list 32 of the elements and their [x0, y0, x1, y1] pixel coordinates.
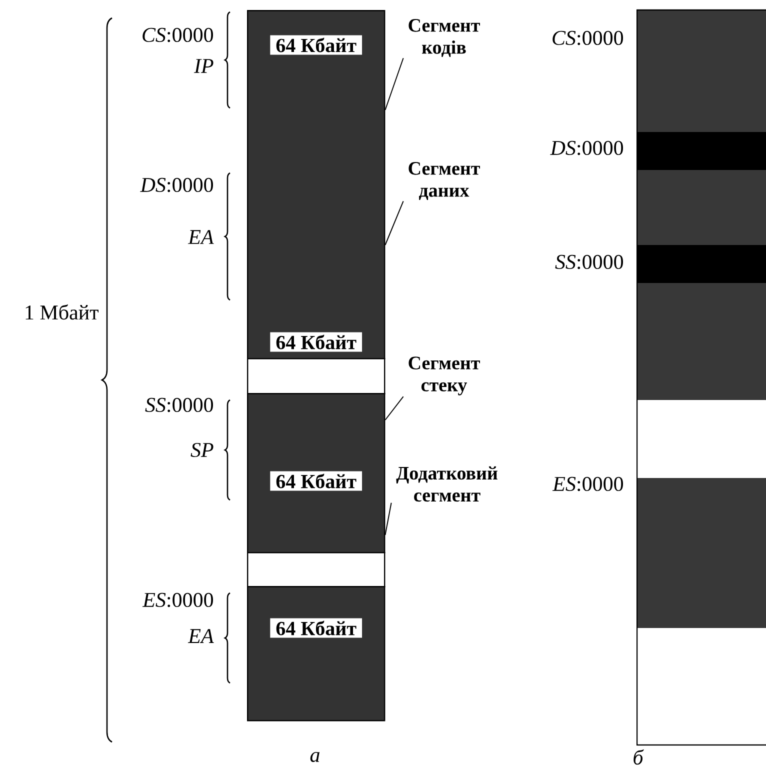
panel-caption: а: [310, 752, 320, 762]
address-label: EA: [188, 629, 214, 643]
leader-line: [384, 502, 392, 536]
segment-name: Сегмент кодів: [408, 19, 480, 57]
panel-caption: б: [634, 749, 644, 765]
segment-name: Додатковий сегмент: [396, 466, 498, 502]
leader-line: [384, 200, 404, 246]
size-label: 64 Кбайт: [270, 35, 362, 55]
leader-line: [384, 58, 404, 110]
address-label: CS:0000: [142, 28, 214, 42]
address-label: DS:0000: [550, 140, 624, 156]
address-label: IP: [194, 59, 214, 73]
address-label: SS:0000: [555, 254, 624, 270]
address-label: CS:0000: [552, 30, 624, 46]
memory-gap: [247, 552, 386, 588]
memory-segment: [247, 10, 386, 360]
address-label: ES:0000: [552, 476, 624, 492]
memory-segment: [247, 586, 386, 722]
address-label: SP: [190, 442, 214, 458]
address-label: SS:0000: [145, 398, 214, 412]
address-label: DS:0000: [140, 178, 214, 192]
address-label: ES:0000: [142, 592, 214, 608]
segment-name: Сегмент даних: [408, 162, 480, 200]
size-label: 64 Кбайт: [270, 618, 362, 638]
address-label: EA: [188, 230, 214, 244]
size-label: 64 Кбайт: [270, 332, 362, 352]
memory-segment: [247, 393, 386, 554]
segment-name: Сегмент стеку: [408, 356, 480, 396]
size-label: 64 Кбайт: [270, 471, 362, 491]
size-label: 1 Мбайт: [26, 304, 98, 320]
leader-line: [384, 396, 404, 420]
memory-gap: [247, 358, 386, 394]
